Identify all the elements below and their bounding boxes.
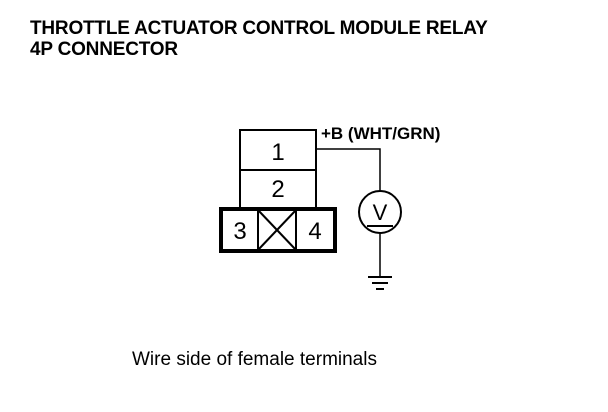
terminal-3-cavity <box>221 209 259 251</box>
terminal-4-cavity <box>295 209 335 251</box>
voltmeter-icon: V <box>358 190 402 234</box>
terminal-3-label: 3 <box>233 218 246 245</box>
terminal-1-label: 1 <box>271 139 284 166</box>
terminal-2-cavity <box>239 169 317 209</box>
voltmeter-symbol: V <box>373 200 388 225</box>
title-line-2: 4P CONNECTOR <box>30 39 178 60</box>
blocked-cavity-cross-b <box>257 209 297 251</box>
terminal-2-label: 2 <box>271 176 284 203</box>
title-line-1: THROTTLE ACTUATOR CONTROL MODULE RELAY <box>30 18 488 39</box>
connector-4p <box>219 129 337 253</box>
diagram-title: THROTTLE ACTUATOR CONTROL MODULE RELAY 4… <box>30 18 488 60</box>
ground-icon <box>368 276 392 290</box>
terminal-1-cavity <box>239 129 317 171</box>
terminal-4-label: 4 <box>308 218 321 245</box>
diagram-caption: Wire side of female terminals <box>132 349 377 370</box>
wire-color-label: +B (WHT/GRN) <box>321 124 440 143</box>
test-wire <box>316 148 381 191</box>
